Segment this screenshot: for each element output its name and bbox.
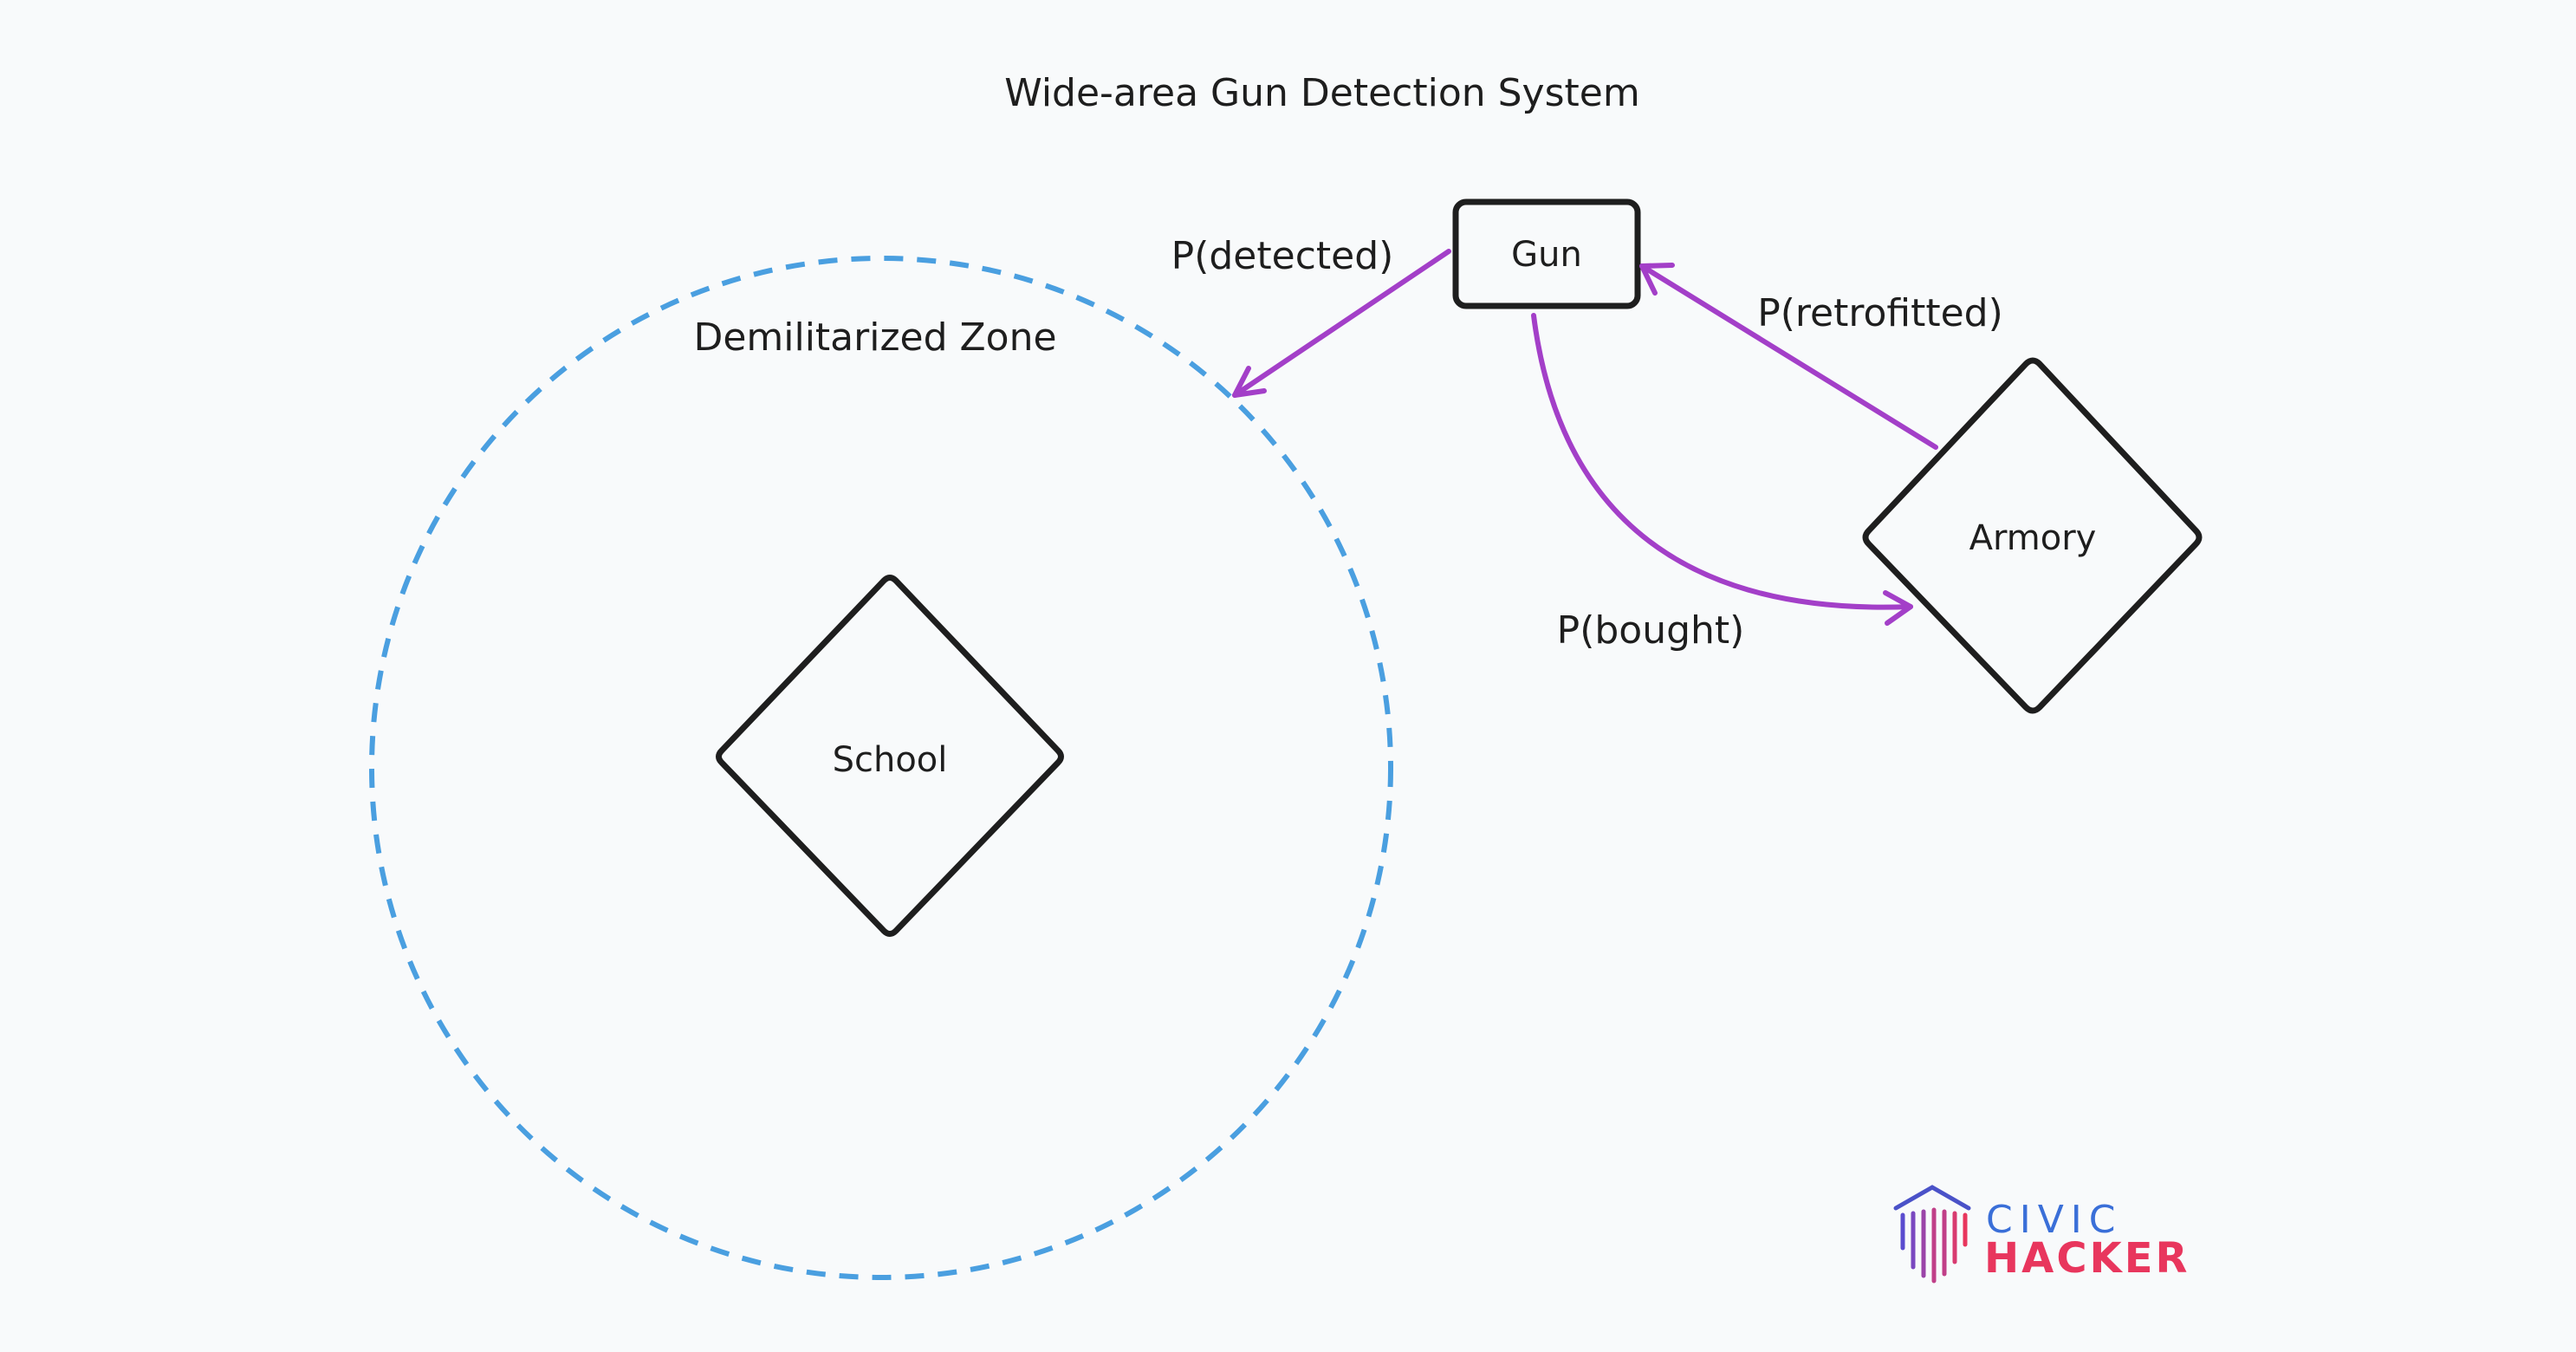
bought-arrow-label: P(bought) — [1557, 608, 1745, 653]
gun-node — [1452, 198, 1641, 309]
school-node-label: School — [833, 740, 948, 780]
armory-node — [1862, 357, 2203, 714]
school-node — [716, 575, 1064, 937]
bought-arrow — [1531, 313, 1913, 626]
gun-node-label: Gun — [1511, 235, 1582, 275]
detected-arrow-label: P(detected) — [1171, 234, 1394, 278]
retrofitted-arrow — [1639, 263, 1938, 450]
logo-text-hacker: HACKER — [1984, 1234, 2190, 1283]
civic-hacker-logo: CIVIC HACKER — [1893, 1185, 2190, 1284]
logo-text-civic: CIVIC — [1986, 1198, 2123, 1242]
detected-arrow — [1232, 249, 1451, 398]
demilitarized-zone-label: Demilitarized Zone — [693, 315, 1056, 360]
retrofitted-arrow-label: P(retrofitted) — [1757, 291, 2003, 335]
armory-node-label: Armory — [1969, 518, 2097, 558]
logo-mark-icon — [1893, 1185, 1971, 1284]
diagram-title: Wide-area Gun Detection System — [1004, 71, 1639, 115]
demilitarized-zone-circle — [369, 256, 1393, 1280]
